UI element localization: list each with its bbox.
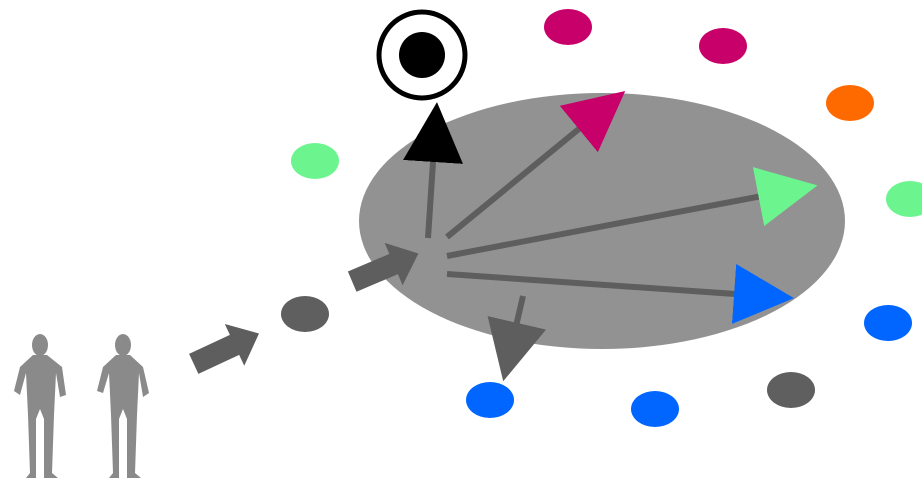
green-dot — [291, 143, 339, 179]
blue-dot — [466, 382, 514, 418]
blue-dot — [864, 305, 912, 341]
gray-dot — [281, 296, 329, 332]
magenta-dot — [544, 9, 592, 45]
wide-arrow — [184, 313, 269, 385]
target-icon — [379, 12, 465, 98]
blue-dot — [631, 391, 679, 427]
orange-dot — [826, 85, 874, 121]
person-icon — [97, 334, 149, 478]
green-dot — [886, 181, 922, 217]
person-icon — [14, 334, 66, 478]
magenta-dot — [699, 28, 747, 64]
dark-gray-dot — [767, 372, 815, 408]
